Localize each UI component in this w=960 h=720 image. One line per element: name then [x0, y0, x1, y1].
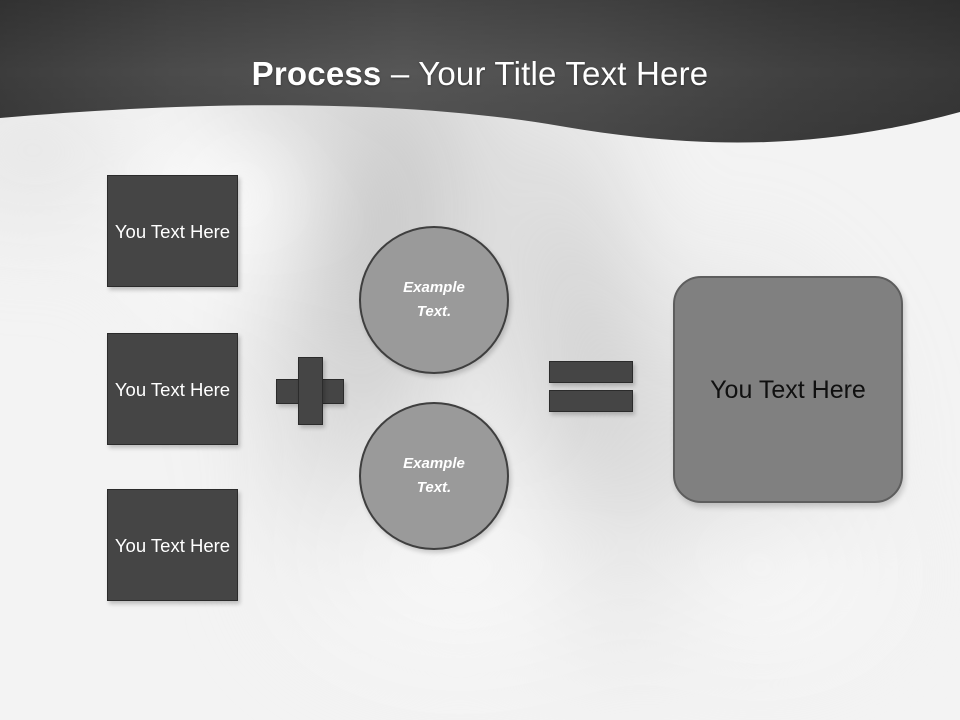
input-box-3[interactable]: You Text Here [107, 489, 238, 601]
modifier-circle-1[interactable]: Example Text. [359, 226, 509, 374]
input-box-3-label: You Text Here [114, 534, 231, 556]
modifier-circle-2[interactable]: Example Text. [359, 402, 509, 550]
input-box-1-label: You Text Here [114, 220, 231, 242]
input-box-2[interactable]: You Text Here [107, 333, 238, 445]
equals-operator-icon [549, 361, 633, 412]
result-box-label: You Text Here [710, 375, 866, 404]
equals-bottom-bar [549, 390, 633, 412]
modifier-circle-2-label: Example Text. [403, 455, 465, 496]
plus-operator-icon [276, 357, 344, 425]
plus-center-patch [299, 380, 321, 403]
input-box-2-label: You Text Here [114, 378, 231, 400]
page-title-separator: – [381, 55, 419, 92]
equals-top-bar [549, 361, 633, 383]
page-title: Process – Your Title Text Here [0, 52, 960, 96]
background-streak [620, 480, 920, 680]
slide-header-band: Process – Your Title Text Here [0, 0, 960, 160]
page-title-bold: Process [251, 55, 382, 92]
input-box-1[interactable]: You Text Here [107, 175, 238, 287]
result-box[interactable]: You Text Here [673, 276, 903, 503]
modifier-circle-1-label: Example Text. [403, 279, 465, 320]
page-title-light: Your Title Text Here [418, 55, 709, 92]
